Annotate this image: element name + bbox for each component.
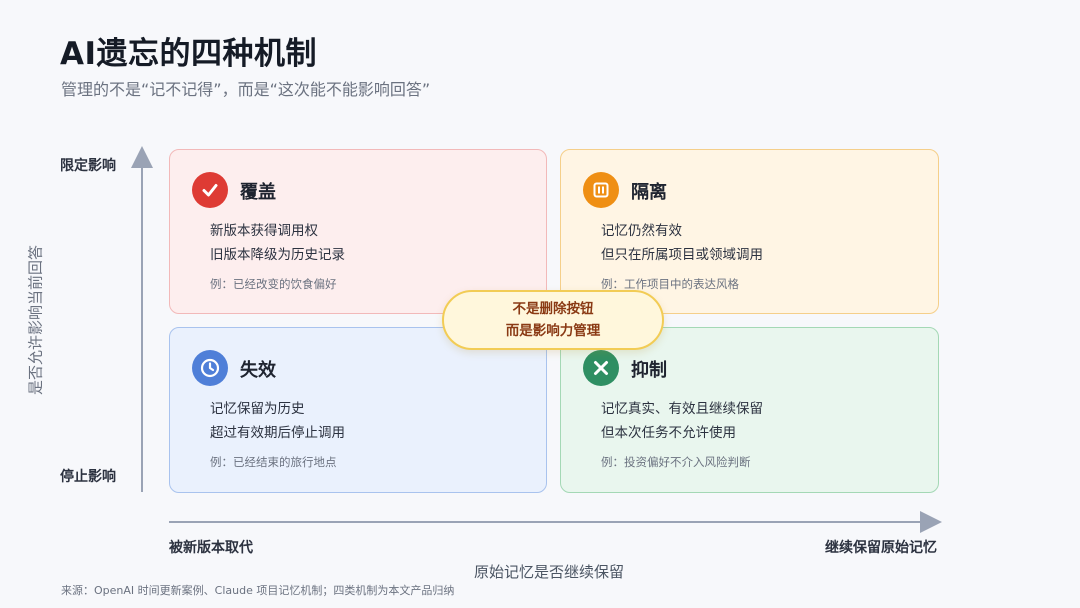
quadrant-expire: 失效 记忆保留为历史 超过有效期后停止调用 例：已经结束的旅行地点 (169, 327, 547, 493)
y-axis-title: 是否允许影响当前回答 (26, 244, 45, 396)
center-note-line: 不是删除按钮 (512, 301, 594, 317)
x-axis-left-label: 被新版本取代 (169, 540, 253, 556)
quadrant-line: 记忆仍然有效 (601, 223, 682, 239)
quadrant-isolate: 隔离 记忆仍然有效 但只在所属项目或领域调用 例：工作项目中的表达风格 (560, 149, 939, 314)
quadrant-overwrite: 覆盖 新版本获得调用权 旧版本降级为历史记录 例：已经改变的饮食偏好 (169, 149, 547, 314)
x-axis-right-label: 继续保留原始记忆 (825, 540, 937, 556)
y-axis-arrow (131, 146, 153, 168)
quadrant-line: 旧版本降级为历史记录 (210, 247, 345, 263)
pause-icon (583, 172, 619, 208)
quadrant-line: 超过有效期后停止调用 (210, 425, 345, 441)
quadrant-line: 新版本获得调用权 (210, 223, 318, 239)
quadrant-title: 隔离 (631, 182, 667, 203)
quadrant-line: 但本次任务不允许使用 (601, 425, 736, 441)
quadrant-line: 记忆真实、有效且继续保留 (601, 401, 763, 417)
quadrant-line: 记忆保留为历史 (210, 401, 305, 417)
page-title: AI遗忘的四种机制 (60, 36, 318, 72)
quadrant-example: 例：已经结束的旅行地点 (210, 455, 337, 469)
x-axis-title: 原始记忆是否继续保留 (474, 563, 625, 581)
quadrant-suppress: 抑制 记忆真实、有效且继续保留 但本次任务不允许使用 例：投资偏好不介入风险判断 (560, 327, 939, 493)
quadrant-example: 例：投资偏好不介入风险判断 (601, 455, 751, 469)
x-icon (583, 350, 619, 386)
quadrant-title: 抑制 (631, 360, 667, 381)
check-icon (192, 172, 228, 208)
quadrant-title: 失效 (240, 360, 276, 381)
y-axis-bottom-label: 停止影响 (60, 469, 116, 485)
y-axis-top-label: 限定影响 (60, 158, 116, 174)
center-note: 不是删除按钮 而是影响力管理 (442, 290, 664, 350)
quadrant-title: 覆盖 (240, 182, 276, 203)
source-note: 来源：OpenAI 时间更新案例、Claude 项目记忆机制；四类机制为本文产品… (61, 584, 455, 597)
quadrant-example: 例：已经改变的饮食偏好 (210, 277, 337, 291)
quadrant-example: 例：工作项目中的表达风格 (601, 277, 739, 291)
page-subtitle: 管理的不是“记不记得”，而是“这次能不能影响回答” (61, 80, 431, 99)
quadrant-line: 但只在所属项目或领域调用 (601, 247, 763, 263)
center-note-line: 而是影响力管理 (505, 323, 601, 339)
clock-icon (192, 350, 228, 386)
x-axis-arrow (920, 511, 942, 533)
